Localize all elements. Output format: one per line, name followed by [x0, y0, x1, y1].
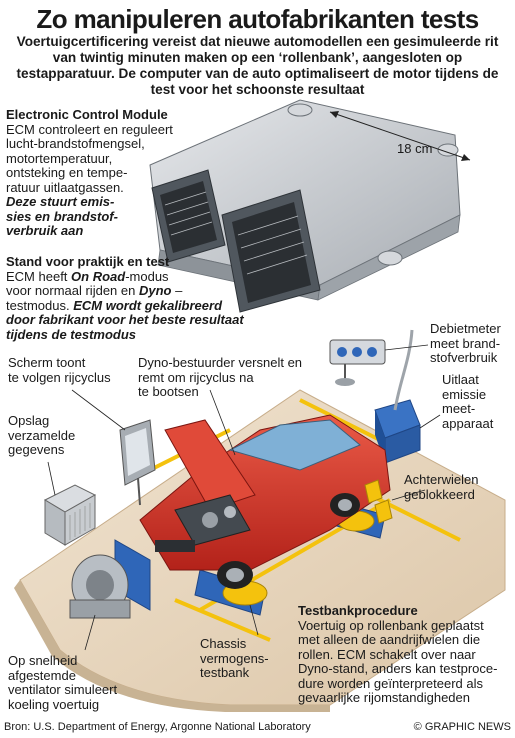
stand-text-part: -modus [125, 268, 169, 284]
stand-bold-line: door fabrikant voor het beste resultaat [6, 312, 244, 327]
procedure-text: Testbankprocedure Voertuig op rollenbank… [298, 603, 512, 706]
label-storage: Opslag verzamelde gegevens [8, 413, 76, 458]
label-line: Scherm toont [8, 355, 86, 370]
stand-text-part: voor normaal rijden en [6, 283, 139, 298]
ecm-bold-line: sies en brandstof- [6, 208, 118, 224]
source-credit: Bron: U.S. Department of Energy, Argonne… [4, 721, 311, 733]
label-line: Achterwielen [404, 472, 479, 487]
label-line: verzamelde [8, 427, 76, 443]
stand-bold-part: ECM wordt gekalibreerd [73, 297, 223, 313]
label-line: Uitlaat [442, 372, 479, 387]
label-line: emissie [442, 386, 487, 402]
data-storage [43, 484, 97, 546]
ecm-line: ontsteking en tempe- [6, 165, 128, 180]
label-screen: Scherm toont te volgen rijcyclus [8, 355, 111, 385]
label-line: remt om rijcyclus na [138, 369, 254, 385]
label-line: apparaat [442, 415, 494, 431]
label-line: stofverbruik [430, 350, 498, 365]
label-line: gegevens [8, 442, 65, 457]
procedure-line: dure worden geïnterpreteerd als [298, 675, 484, 691]
stand-text-part: – [171, 283, 183, 298]
page-subtitle: Voertuigcertificering vereist dat nieuwe… [16, 34, 499, 97]
label-line: ventilator simuleert [8, 682, 118, 697]
label-line: testbank [200, 665, 250, 680]
label-emission: Uitlaat emissie meet- apparaat [442, 372, 494, 431]
ecm-heading: Electronic Control Module [6, 107, 168, 122]
stand-text-part: testmodus. [6, 297, 74, 313]
label-line: Dyno-bestuurder versnelt en [138, 355, 303, 370]
label-line: koeling voertuig [8, 696, 100, 712]
label-fan: Op snelheid afgestemde ventilator simule… [8, 653, 118, 712]
ecm-line: lucht-brandstofmengsel, [6, 136, 145, 151]
flow-meter [329, 339, 386, 386]
ecm-bold-line: verbruik aan [6, 223, 84, 238]
page-title: Zo manipuleren autofabrikanten tests [36, 4, 479, 34]
ecm-module [149, 99, 471, 313]
procedure-line: Dyno-stand, anders kan testproce- [298, 661, 498, 676]
label-dyno-driver: Dyno-bestuurder versnelt en remt om rijc… [138, 355, 303, 400]
procedure-line: gevaarlijke rijomstandigheden [298, 690, 470, 705]
procedure-heading: Testbankprocedure [298, 603, 418, 618]
cooling-fan [69, 539, 151, 619]
label-line: te volgen rijcyclus [8, 369, 111, 385]
driver-screen [119, 419, 156, 506]
stand-text-part: ECM heeft [6, 268, 72, 284]
label-line: Opslag [8, 413, 50, 428]
stand-heading: Stand voor praktijk en test [6, 254, 170, 269]
leader-lines [47, 344, 441, 651]
label-line: meet brand- [430, 335, 501, 351]
stand-mode-onroad: On Road [71, 268, 126, 284]
label-line: geblokkeerd [404, 486, 475, 502]
ecm-dimension: 18 cm [397, 141, 433, 156]
ecm-line: ECM controleert en reguleert [6, 121, 173, 137]
label-line: Debietmeter [430, 321, 501, 336]
ecm-line: ratuur uitlaatgassen. [6, 179, 124, 195]
ecm-text: Electronic Control Module ECM controleer… [6, 107, 206, 239]
label-line: te bootsen [138, 384, 199, 399]
stand-bold-line: tijdens de testmodus [6, 326, 137, 342]
label-line: vermogens- [200, 650, 269, 666]
procedure-line: met alleen de aandrijfwielen die [298, 632, 481, 647]
label-line: afgestemde [8, 667, 76, 683]
copyright: © GRAPHIC NEWS [413, 721, 511, 733]
ecm-line: motortemperatuur, [6, 150, 113, 166]
label-line: Chassis [200, 636, 247, 651]
stand-text: Stand voor praktijk en test ECM heeft On… [6, 254, 326, 342]
label-rear-wheels: Achterwielen geblokkeerd [404, 472, 479, 502]
ecm-bold-line: Deze stuurt emis- [6, 194, 115, 209]
exhaust-hose [393, 329, 414, 411]
wheel-blocks [364, 479, 393, 524]
procedure-line: Voertuig op rollenbank geplaatst [298, 617, 484, 633]
label-flow-meter: Debietmeter meet brand- stofverbruik [430, 321, 501, 366]
procedure-line: rollen. ECM schakelt over naar [298, 646, 476, 662]
label-line: meet- [442, 401, 476, 416]
red-car [139, 414, 391, 589]
label-line: Op snelheid [8, 653, 78, 668]
stand-mode-dyno: Dyno [138, 283, 172, 298]
label-chassis: Chassis vermogens- testbank [200, 636, 269, 681]
